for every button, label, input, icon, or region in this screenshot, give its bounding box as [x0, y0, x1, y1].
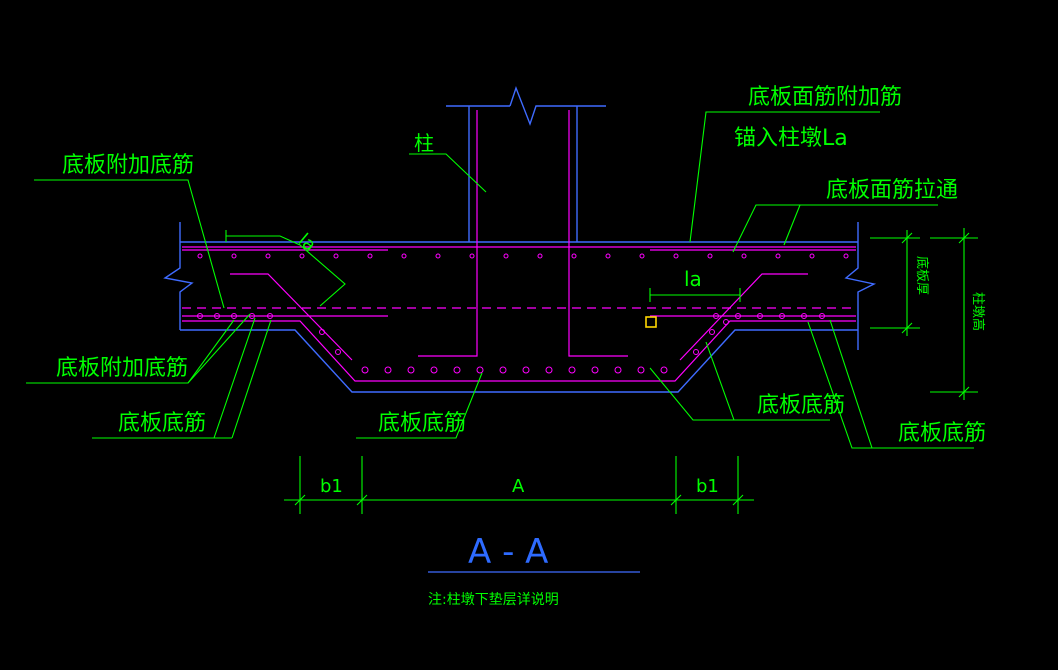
rebar-dot [361, 366, 369, 374]
rebar-dot [367, 253, 373, 259]
note-text: 注:柱墩下垫层详说明 [428, 592, 559, 608]
label-bottom-additional-top: 底板附加底筋 [62, 153, 194, 178]
label-la-left: la [294, 230, 320, 256]
rebar-dot [197, 313, 203, 319]
rebar-dot [660, 366, 668, 374]
rebar-group [182, 110, 856, 382]
dim-b1-right: b1 [696, 476, 719, 497]
label-top-additional: 底板面筋附加筋 [748, 85, 902, 110]
label-bottom-rebar-center: 底板底筋 [378, 411, 466, 436]
rebar-dot [333, 253, 339, 259]
rebar-dot [407, 366, 415, 374]
rebar-dot [476, 366, 484, 374]
thickness-dimensions [870, 228, 978, 400]
rebar-dot [801, 313, 807, 319]
rebar-dot [819, 313, 825, 319]
rebar-dot [809, 253, 815, 259]
rebar-dot [335, 349, 341, 355]
label-pier-height: 柱墩高 [970, 292, 986, 331]
leader-lines [26, 111, 974, 449]
rebar-dot [197, 253, 203, 259]
label-top-through: 底板面筋拉通 [826, 178, 958, 203]
rebar-dot [537, 253, 543, 259]
rebar-dot [779, 313, 785, 319]
bottom-dimension-line [284, 456, 754, 514]
dim-b1-left: b1 [320, 476, 343, 497]
rebar-dot [469, 253, 475, 259]
rebar-dot [614, 366, 622, 374]
label-la-right: la [684, 267, 702, 291]
rebar-dot [267, 313, 273, 319]
label-bottom-additional-left: 底板附加底筋 [56, 356, 188, 381]
cursor-marker[interactable] [645, 316, 657, 328]
label-bottom-rebar-left: 底板底筋 [118, 411, 206, 436]
rebar-dot [401, 253, 407, 259]
section-title: A - A [468, 532, 548, 572]
rebar-dot [453, 366, 461, 374]
rebar-dot [637, 366, 645, 374]
rebar-dot [545, 366, 553, 374]
rebar-dot [522, 366, 530, 374]
rebar-dot [741, 253, 747, 259]
rebar-dot [214, 313, 220, 319]
rebar-dot [713, 313, 719, 319]
rebar-dot [693, 349, 699, 355]
rebar-dot [709, 329, 715, 335]
rebar-dot [384, 366, 392, 374]
rebar-dot [757, 313, 763, 319]
rebar-dot [639, 253, 645, 259]
label-bottom-rebar-right2: 底板底筋 [898, 421, 986, 446]
label-bottom-rebar-right1: 底板底筋 [757, 393, 845, 418]
rebar-dot [775, 253, 781, 259]
rebar-dot [707, 253, 713, 259]
rebar-dot [430, 366, 438, 374]
label-column: 柱 [414, 131, 434, 155]
rebar-dot [568, 366, 576, 374]
rebar-dot [673, 253, 679, 259]
label-anchor-la: 锚入柱墩La [734, 126, 848, 151]
label-slab-thickness: 底板厚 [914, 256, 930, 295]
rebar-dot [843, 253, 849, 259]
rebar-dot [735, 313, 741, 319]
rebar-dot [605, 253, 611, 259]
rebar-dot [231, 313, 237, 319]
rebar-dot [435, 253, 441, 259]
rebar-dot [591, 366, 599, 374]
dim-a-center: A [512, 476, 525, 497]
rebar-dot [503, 253, 509, 259]
rebar-dot [571, 253, 577, 259]
rebar-dot [499, 366, 507, 374]
rebar-dot [249, 313, 255, 319]
rebar-dots [197, 253, 849, 374]
rebar-dot [723, 319, 729, 325]
rebar-dot [299, 253, 305, 259]
rebar-dot [265, 253, 271, 259]
rebar-dot [319, 329, 325, 335]
rebar-dot [231, 253, 237, 259]
